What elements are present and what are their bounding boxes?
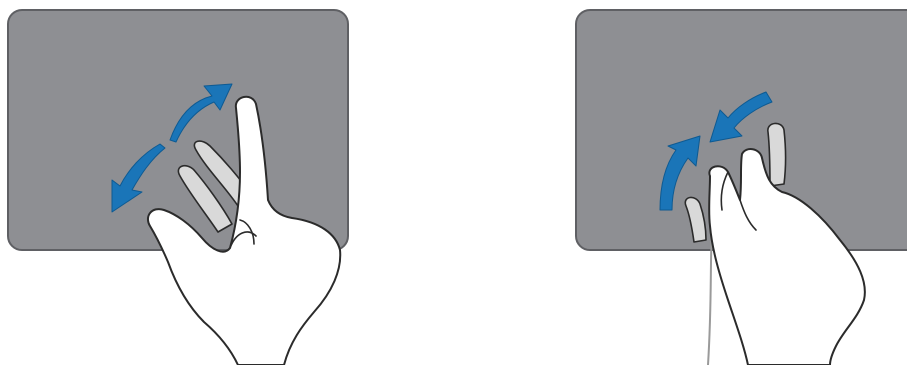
pinch-out-panel [0,0,360,365]
pinch-in-panel [560,0,907,365]
pinch-out-figure [0,0,360,365]
pinch-in-figure [560,0,907,365]
